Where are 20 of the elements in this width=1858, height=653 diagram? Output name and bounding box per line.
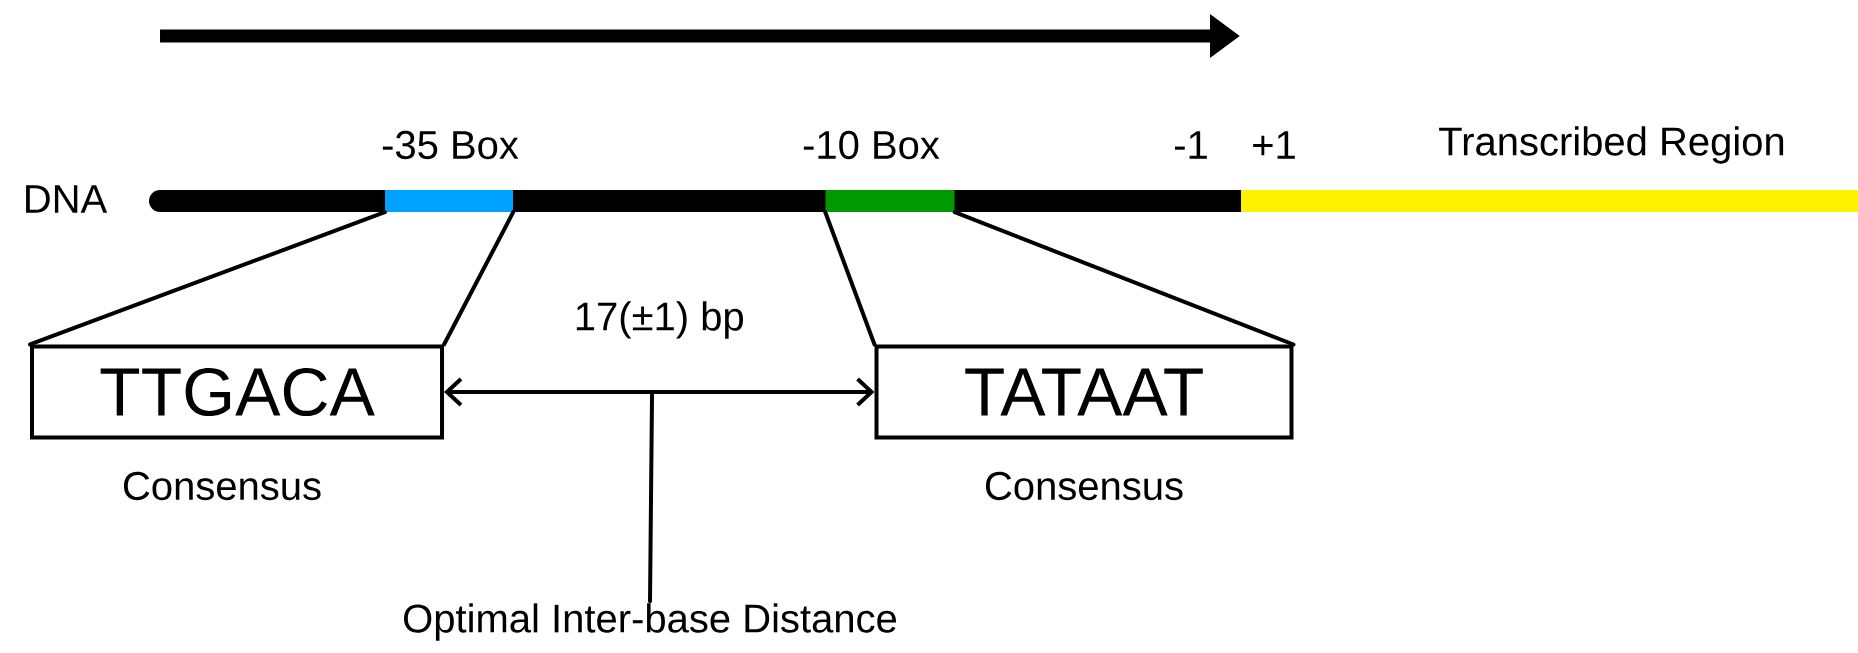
edge-label: 17(±1) bp: [571, 299, 747, 341]
sequence-box: TTGACA: [30, 344, 444, 440]
label-text: DNA: [26, 185, 108, 213]
label-text: +1: [1253, 131, 1295, 159]
double-arrow: [444, 377, 875, 407]
sequence-box: TATAAT: [874, 344, 1294, 440]
beside-label: -35 Box: [382, 130, 519, 160]
beside-label: Consensus: [986, 471, 1183, 501]
box-segment: [825, 190, 955, 212]
label-text: -1: [1175, 131, 1207, 159]
label-text: Transcribed Region: [1439, 126, 1784, 164]
leader-line: [648, 393, 654, 604]
caption-text: Optimal Inter-base Distance: [404, 603, 897, 641]
beside-label: -10 Box: [803, 130, 940, 160]
zoom-line: [952, 210, 1296, 347]
zoom-line: [442, 210, 516, 347]
zoom-line: [28, 210, 387, 347]
zoom-line: [823, 210, 877, 347]
beside-label: Consensus: [124, 471, 321, 501]
box-segment: [385, 190, 513, 212]
